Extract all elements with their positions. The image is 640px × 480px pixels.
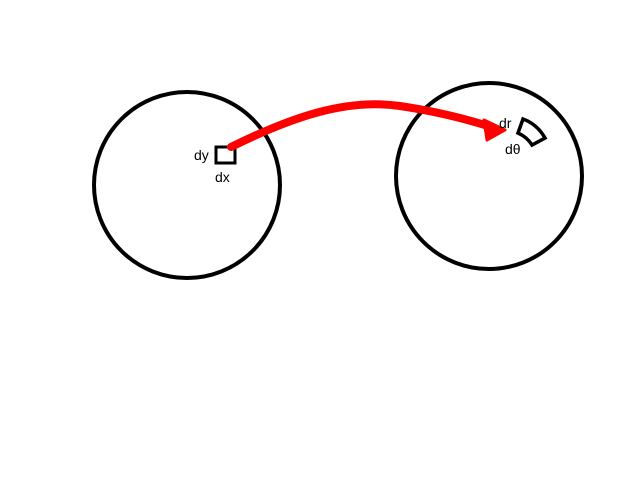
left-circle (92, 90, 282, 280)
area-element-polar-sector (515, 116, 548, 148)
label-dtheta: dθ (505, 141, 521, 157)
label-dy: dy (194, 147, 209, 163)
label-dr: dr (499, 115, 512, 131)
label-dx: dx (215, 169, 230, 185)
right-circle (394, 81, 584, 271)
transformation-arrow (227, 100, 498, 151)
transformation-arrow-head (482, 118, 507, 142)
area-element-square (214, 145, 237, 165)
